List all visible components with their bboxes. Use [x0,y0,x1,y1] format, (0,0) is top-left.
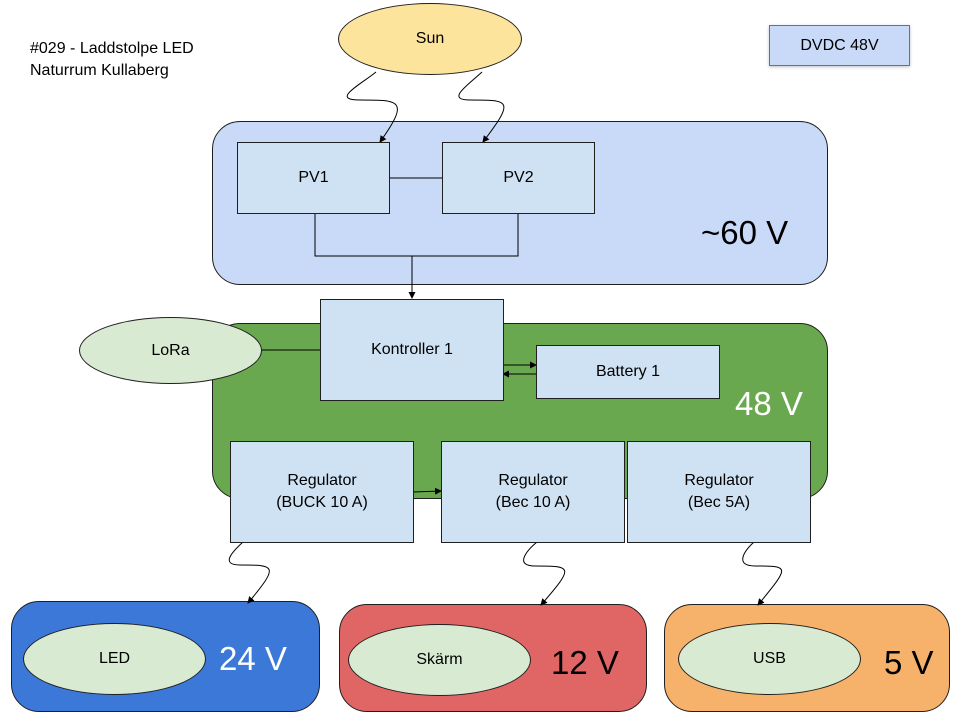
pv-voltage-label: ~60 V [701,214,789,251]
legend-label: DVDC 48V [800,36,879,54]
title-line-1: #029 - Laddstolpe LED [30,40,194,57]
usb-load-label: USB [753,650,786,667]
regulator-bec10-line1: Regulator [498,472,568,489]
lora-ellipse[interactable]: LoRa [79,317,262,384]
regulator-bec5-line1: Regulator [684,472,754,489]
battery-box[interactable]: Battery 1 [536,345,720,399]
regulator-bec-5a[interactable]: Regulator (Bec 5A) [627,441,811,543]
pv1-panel[interactable]: PV1 [237,142,390,214]
main-voltage-label: 48 V [735,385,803,422]
pv2-label: PV2 [503,169,534,186]
bec10-to-screen-wire [523,541,566,606]
regulator-bec-10a[interactable]: Regulator (Bec 10 A) [441,441,625,543]
pv2-panel[interactable]: PV2 [442,142,595,214]
regulator-buck-line1: Regulator [287,472,357,489]
lora-label: LoRa [151,341,190,359]
regulator-bec5-line2: (Bec 5A) [687,494,751,511]
title-line-2: Naturrum Kullaberg [30,62,169,79]
screen-load-label: Skärm [416,651,463,668]
pv1-label: PV1 [298,169,329,186]
legend-dvdc[interactable]: DVDC 48V [769,25,910,66]
screen-load-ellipse[interactable]: Skärm [348,624,531,696]
usb-load-ellipse[interactable]: USB [678,623,861,695]
regulator-bec10-line2: (Bec 10 A) [495,494,571,511]
controller-label: Kontroller 1 [371,341,453,358]
led-load-label: LED [98,650,131,667]
sun-label: Sun [415,30,445,47]
usb-voltage-label: 5 V [884,644,934,681]
buck-to-led-wire [228,541,270,604]
led-load-ellipse[interactable]: LED [23,623,206,695]
bec5-to-usb-wire [742,541,783,606]
diagram-title: #029 - Laddstolpe LED Naturrum Kullaberg [30,38,194,82]
regulator-buck[interactable]: Regulator (BUCK 10 A) [230,441,414,543]
controller-box[interactable]: Kontroller 1 [320,299,504,401]
sun-ellipse[interactable]: Sun [338,3,522,75]
led-voltage-label: 24 V [219,640,287,677]
regulator-buck-line2: (BUCK 10 A) [276,494,368,511]
screen-voltage-label: 12 V [551,644,619,681]
battery-label: Battery 1 [595,363,661,380]
